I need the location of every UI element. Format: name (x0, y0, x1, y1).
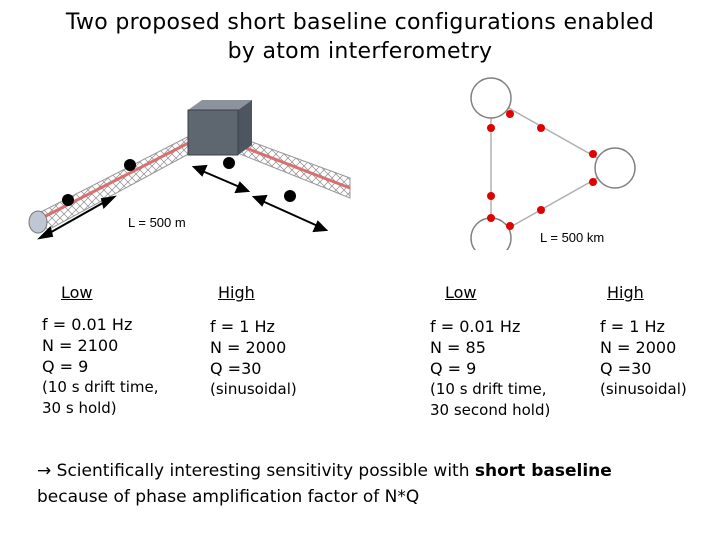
param-note: (10 s drift time, (42, 378, 159, 396)
col-heading-space-high: High (607, 283, 644, 302)
atom-marker (589, 150, 597, 158)
vacuum-chamber-box (187, 100, 252, 156)
col-heading-ground-low: Low (61, 283, 93, 302)
atom-source-dot (124, 159, 136, 171)
satellite-top (470, 77, 512, 119)
atom-marker (487, 214, 495, 222)
param-line: N = 2000 (210, 338, 287, 357)
col-heading-space-low: Low (445, 283, 477, 302)
param-line: f = 0.01 Hz (42, 315, 133, 334)
param-line: f = 1 Hz (600, 317, 665, 336)
params-space-low: f = 0.01 Hz N = 85 Q = 9 (10 s drift tim… (430, 316, 550, 421)
title-line-1: Two proposed short baseline configuratio… (65, 10, 655, 35)
param-line: Q = 9 (42, 357, 89, 376)
satellite-right (594, 147, 636, 189)
col-heading-ground-high: High (218, 283, 255, 302)
atom-marker (506, 110, 514, 118)
atom-marker (537, 206, 545, 214)
param-line: N = 85 (430, 338, 486, 357)
conclusion-tail: because of phase amplification factor of… (37, 487, 420, 507)
param-note: 30 second hold) (430, 401, 551, 419)
param-line: Q =30 (600, 359, 652, 378)
param-note: (sinusoidal) (210, 380, 297, 398)
space-distance-label: L = 500 km (540, 230, 605, 245)
param-note: (sinusoidal) (600, 380, 687, 398)
atom-marker (487, 192, 495, 200)
atom-marker (537, 124, 545, 132)
end-cap (28, 210, 48, 234)
arrow-icon: → (37, 461, 52, 481)
satellite-bottom (470, 217, 512, 250)
ground-distance-label: L = 500 m (128, 215, 186, 230)
left-distance-arrow (37, 195, 117, 240)
slide-title: Two proposed short baseline configuratio… (0, 8, 720, 66)
param-line: f = 0.01 Hz (430, 317, 521, 336)
atom-marker (589, 178, 597, 186)
conclusion-text: → Scientifically interesting sensitivity… (37, 458, 697, 510)
param-line: f = 1 Hz (210, 317, 275, 336)
param-line: Q = 9 (430, 359, 477, 378)
atom-marker (487, 124, 495, 132)
param-note: (10 s drift time, (430, 380, 547, 398)
param-note: 30 s hold) (42, 399, 117, 417)
params-ground-low: f = 0.01 Hz N = 2100 Q = 9 (10 s drift t… (42, 314, 158, 419)
atom-source-dot (62, 194, 74, 206)
title-line-2: by atom interferometry (227, 39, 493, 64)
param-line: N = 2100 (42, 336, 119, 355)
ground-baseline-diagram (28, 100, 351, 240)
params-ground-high: f = 1 Hz N = 2000 Q =30 (sinusoidal) (210, 316, 297, 400)
params-space-high: f = 1 Hz N = 2000 Q =30 (sinusoidal) (600, 316, 687, 400)
param-line: Q =30 (210, 359, 262, 378)
space-triangle-diagram (470, 77, 636, 250)
atom-source-dot (284, 190, 296, 202)
right-distance-arrow (191, 164, 329, 233)
triangle-baseline (490, 96, 617, 240)
param-line: N = 2000 (600, 338, 677, 357)
conclusion-emphasis: short baseline (474, 461, 612, 481)
atom-marker (506, 222, 514, 230)
atom-source-dot (223, 157, 235, 169)
conclusion-lead: Scientifically interesting sensitivity p… (51, 461, 475, 481)
